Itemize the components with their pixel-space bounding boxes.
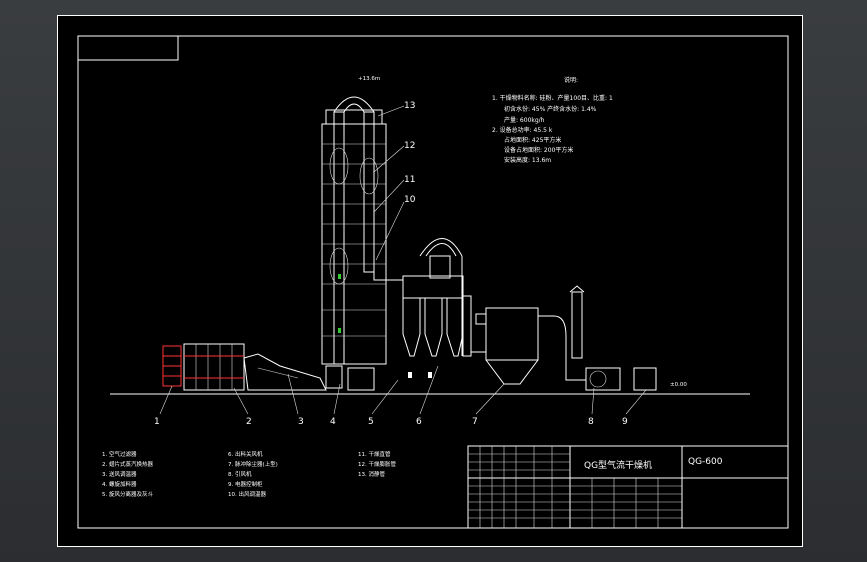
pulse-dust-collector[interactable] — [471, 307, 539, 385]
note-line-4: 2. 设备总功率: 45.5 k — [492, 126, 553, 134]
note-line-5: 占地面积: 425平方米 — [504, 136, 561, 144]
callout-3: 3 — [298, 417, 304, 427]
callout-2: 2 — [246, 417, 252, 427]
part-2: 2. 翅片式蒸汽换热器 — [102, 460, 153, 468]
callout-11: 11 — [404, 175, 415, 185]
callout-6: 6 — [416, 417, 422, 427]
top-left-box — [77, 35, 179, 61]
air-duct[interactable] — [243, 353, 327, 391]
callout-4: 4 — [330, 417, 336, 427]
note-line-2: 初含水份: 45% 产终含水份: 1.4% — [504, 105, 597, 113]
part-12: 12. 干燥膨胀管 — [358, 460, 396, 468]
callout-12: 12 — [404, 141, 415, 151]
air-filter[interactable] — [162, 345, 182, 387]
notes-block: 说明: 1. 干燥物料名称: 硅粉、产量100目、比重: 1 初含水份: 45%… — [492, 76, 613, 164]
part-4: 4. 螺旋加料器 — [102, 480, 137, 488]
drying-tower[interactable] — [321, 96, 387, 365]
note-line-3: 产量: 600kg/h — [504, 116, 545, 124]
screw-feeder[interactable] — [325, 365, 343, 389]
collector-to-fan-pipe — [538, 315, 586, 381]
machine-name: QG型气流干燥机 — [584, 459, 652, 471]
drawing-sheet: ±0.00 — [57, 15, 803, 547]
title-block: QG型气流干燥机 QG-600 — [467, 445, 789, 529]
part-1: 1. 空气过滤器 — [102, 450, 137, 458]
part-7: 7. 脉冲除尘器(上型) — [228, 460, 278, 468]
duct-inner-line — [257, 367, 299, 379]
callout-9: 9 — [622, 417, 628, 427]
part-6: 6. 出料关风机 — [228, 450, 263, 458]
part-8: 8. 引风机 — [228, 470, 252, 478]
callout-13: 13 — [404, 101, 415, 111]
part-9: 9. 电器控制柜 — [228, 480, 263, 488]
drawing-code: QG-600 — [688, 457, 723, 467]
part-5: 5. 旋风分离器及灰斗 — [102, 490, 153, 498]
part-3: 3. 送风调温器 — [102, 470, 137, 478]
callout-7: 7 — [472, 417, 478, 427]
top-elevation: +13.6m — [358, 76, 380, 82]
callout-leaders — [159, 105, 647, 415]
drawing-canvas[interactable]: ±0.00 — [58, 16, 802, 546]
tower-to-cyclone-pipe — [373, 272, 403, 281]
part-11: 11. 干燥直管 — [358, 450, 391, 458]
steam-heat-exchanger[interactable] — [183, 343, 245, 391]
part-13: 13. 消静管 — [358, 470, 385, 478]
callout-8: 8 — [588, 417, 594, 427]
note-line-7: 安装高度: 13.6m — [504, 156, 551, 164]
feeder-platform — [347, 367, 375, 391]
notes-title: 说明: — [564, 76, 578, 84]
drawing-border — [77, 35, 789, 529]
parts-list: 1. 空气过滤器 2. 翅片式蒸汽换热器 3. 送风调温器 4. 螺旋加料器 5… — [102, 450, 396, 498]
part-10: 10. 出风调温器 — [228, 490, 266, 498]
callout-10: 10 — [404, 195, 416, 205]
ground-elevation: ±0.00 — [670, 382, 687, 388]
note-line-1: 1. 干燥物料名称: 硅粉、产量100目、比重: 1 — [492, 94, 613, 102]
cyclone-separators[interactable] — [402, 238, 472, 379]
induced-draft-fan[interactable] — [569, 285, 621, 391]
callout-1: 1 — [154, 417, 160, 427]
callout-5: 5 — [368, 417, 374, 427]
note-line-6: 设备占地面积: 200平方米 — [504, 146, 573, 154]
control-cabinet[interactable] — [633, 367, 657, 391]
